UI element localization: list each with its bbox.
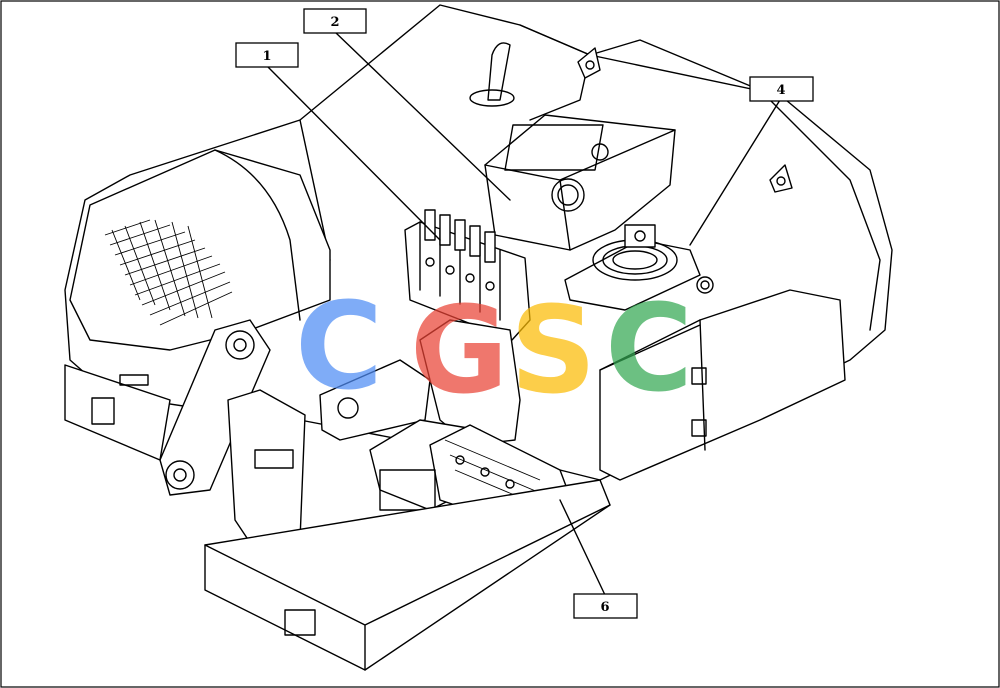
callout-1-label: 1 — [262, 49, 271, 64]
lifting-eye-top — [577, 47, 601, 79]
counterweight-curve — [589, 39, 881, 331]
fuel-tank — [599, 289, 846, 481]
joystick — [337, 397, 359, 419]
callout-4: 4 — [749, 76, 814, 102]
lifting-eye-right-hole — [776, 176, 786, 186]
exhaust-base — [469, 89, 515, 107]
watermark-letter-s: S — [510, 282, 596, 421]
callout-4-label: 4 — [776, 83, 785, 98]
leader-line-1 — [267, 66, 441, 241]
watermark-letter-c2: C — [605, 280, 693, 419]
battery-box — [379, 469, 436, 511]
watermark-letter-g: G — [410, 282, 509, 421]
callout-2-label: 2 — [330, 15, 339, 30]
console-panel — [254, 449, 294, 469]
boom-bracket — [159, 319, 271, 496]
swivel-unit — [564, 224, 714, 311]
leader-line-2 — [334, 31, 511, 201]
fuel-gauge — [691, 367, 707, 385]
hood-grille — [104, 219, 233, 326]
callout-1: 1 — [235, 42, 299, 68]
leader-line-4 — [689, 99, 781, 246]
step-handle — [284, 609, 316, 636]
control-valve — [404, 209, 531, 341]
tank-cover — [504, 124, 604, 171]
hood-curve — [214, 149, 301, 321]
platform-edges — [204, 504, 611, 671]
tank-cap — [591, 143, 609, 161]
front-platform — [204, 479, 611, 671]
watermark-letter-c1: C — [295, 278, 383, 417]
left-console — [227, 389, 306, 551]
leader-line-6 — [559, 499, 606, 596]
lifting-eye-top-hole — [585, 60, 595, 70]
rear-step-handle — [91, 397, 115, 425]
callout-2: 2 — [303, 8, 367, 34]
rear-step — [64, 364, 171, 461]
hydraulic-tank — [484, 114, 676, 251]
fuel-cap — [691, 419, 707, 437]
tank-filler — [551, 178, 585, 212]
rear-handle — [119, 374, 149, 386]
exhaust-pipe — [487, 42, 511, 101]
callout-6: 6 — [573, 593, 638, 619]
right-console — [319, 359, 431, 441]
lifting-eye-right — [769, 164, 793, 193]
watermark: C G S C — [295, 278, 693, 421]
fuel-tank-edges — [599, 319, 706, 451]
callout-6-label: 6 — [600, 600, 609, 615]
